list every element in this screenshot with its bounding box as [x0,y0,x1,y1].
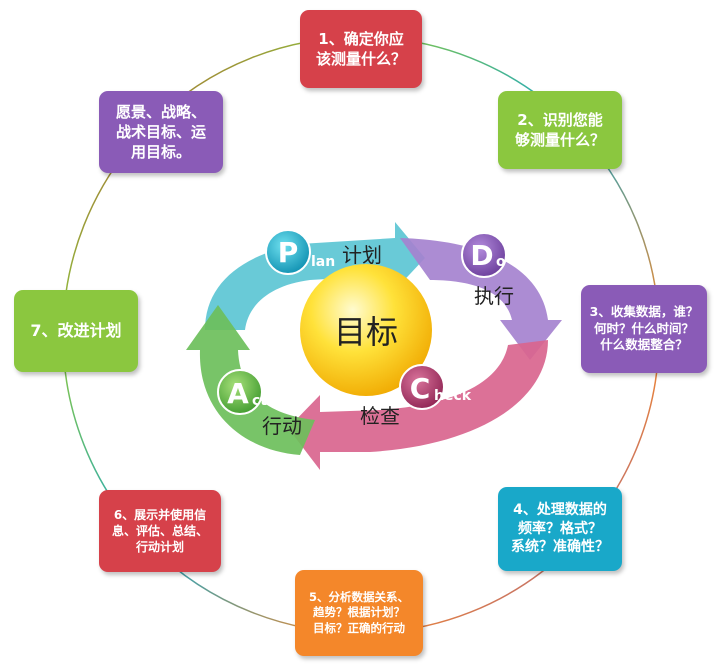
step-6-text: 6、展示并使用信 息、评估、总结、 行动计划 [111,507,208,555]
step-1-box: 1、确定你应 该测量什么？ [300,10,422,88]
step-7-text: 7、改进计划 [30,321,122,341]
check-cn-label: 检查 [360,404,400,428]
step-4-box: 4、处理数据的 频率？格式？ 系统？准确性？ [498,487,622,571]
step-3-box: 3、收集数据，谁？ 何时？什么时间？ 什么数据整合？ [581,285,707,373]
plan-cn-label: 计划 [342,243,382,267]
step-6-box: 6、展示并使用信 息、评估、总结、 行动计划 [99,490,221,572]
check-rest: heck [434,388,472,404]
goal-sphere [300,264,432,396]
plan-badge-icon [265,229,311,275]
do-arrow [400,238,562,360]
act-arrow [186,305,315,455]
step-5-box: 5、分析数据关系、 趋势？根据计划？ 目标？正确的行动 [295,570,423,656]
plan-letter: P [278,236,299,269]
pdca-cycle [186,222,562,470]
act-letter: A [227,377,249,410]
check-arrow [288,340,548,470]
plan-arrow [205,222,425,330]
step-4-text: 4、处理数据的 频率？格式？ 系统？准确性？ [511,501,609,556]
step-3-text: 3、收集数据，谁？ 何时？什么时间？ 什么数据整合？ [589,303,699,353]
vision-text: 愿景、战略、 战术目标、运 用目标。 [115,102,206,162]
do-cn-label: 执行 [474,284,514,308]
plan-rest: lan [311,254,335,270]
step-5-text: 5、分析数据关系、 趋势？根据计划？ 目标？正确的行动 [308,589,409,635]
vision-box: 愿景、战略、 战术目标、运 用目标。 [99,91,223,173]
do-rest: o [496,254,506,270]
do-letter: D [470,239,493,272]
step-7-box: 7、改进计划 [14,290,138,372]
step-1-text: 1、确定你应 该测量什么？ [315,29,406,68]
do-badge-icon [461,232,507,278]
act-cn-label: 行动 [262,414,302,438]
step-2-text: 2、识别您能 够测量什么？ [514,110,605,149]
check-letter: C [410,372,431,405]
check-badge-icon [399,364,445,410]
act-rest: ct [252,393,267,409]
act-badge-icon [217,369,263,415]
goal-label: 目标 [334,313,398,351]
step-2-box: 2、识别您能 够测量什么？ [498,91,622,169]
